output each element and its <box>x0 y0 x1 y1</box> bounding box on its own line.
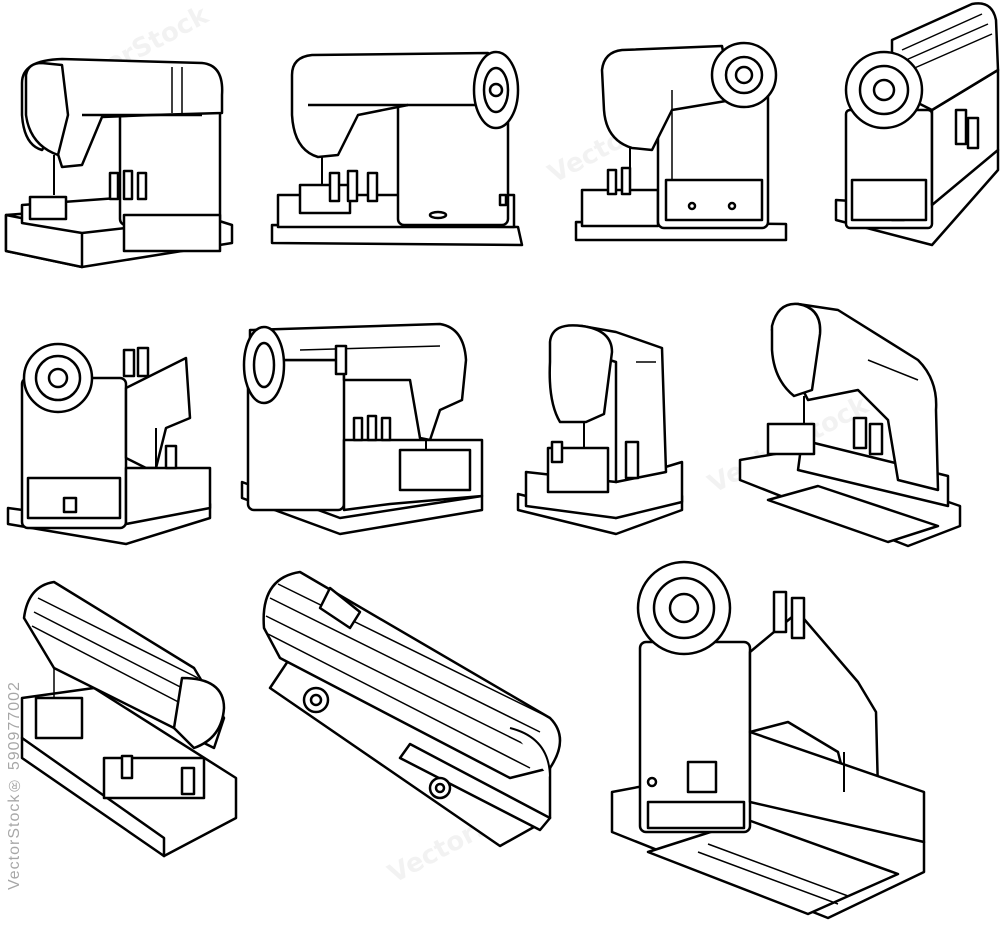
sewing-machine-icon <box>610 560 926 920</box>
sewing-machine-icon <box>4 57 234 269</box>
sewing-machine-icon <box>516 324 684 536</box>
sewing-machine-top <box>250 568 570 858</box>
sewing-machine-icon <box>270 50 524 247</box>
sewing-machine-bottom-right <box>608 552 928 922</box>
sewing-machine-icon <box>574 41 788 242</box>
sewing-machine-icon <box>240 322 484 536</box>
sewing-machine-icon <box>834 2 1000 247</box>
sewing-machine-right-front <box>572 30 790 245</box>
sewing-machine-icon <box>20 580 238 858</box>
sewing-machine-icon <box>6 342 212 546</box>
sewing-machine-icon <box>262 570 562 848</box>
sewing-machine-front <box>268 45 526 250</box>
sewing-machine-icon <box>738 302 962 548</box>
sewing-machine-bottom-left <box>738 300 962 550</box>
sewing-machine-back <box>240 320 485 540</box>
watermark-side-text: VectorStock® 590977002 <box>6 681 23 890</box>
sewing-machine-top-left <box>14 578 240 860</box>
sewing-machine-right <box>832 0 1000 255</box>
sewing-machine-left-side <box>516 322 684 537</box>
sewing-machine-front-left <box>2 55 234 270</box>
sewing-machine-right-back <box>6 328 212 550</box>
